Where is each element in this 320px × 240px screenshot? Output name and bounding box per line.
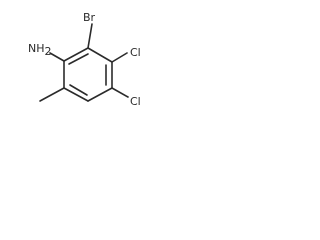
bond-to-methyl: [39, 87, 65, 102]
ring-bond-c4-c5: [87, 87, 113, 102]
chemical-structure: NH2 Br Cl Cl: [28, 11, 141, 108]
ring-double-bond-c1-c2: [68, 53, 89, 65]
bond-to-chloro-lower: [111, 87, 129, 98]
ring-double-bond-c5-c6: [69, 84, 88, 96]
ring-bond-c1-c2: [63, 47, 89, 62]
chloro-upper-label: Cl: [130, 46, 141, 59]
amine-subscript: 2: [45, 45, 52, 58]
chloro-lower-label: Cl: [130, 95, 141, 108]
bromo-label: Br: [83, 11, 96, 24]
bond-to-chloro-upper: [111, 52, 128, 63]
bond-to-amine: [49, 52, 65, 62]
amine-label: NH2: [28, 42, 52, 58]
amine-symbol: NH: [28, 42, 45, 55]
ring-bond-c2-c3: [87, 47, 113, 63]
bond-to-bromo: [87, 23, 93, 49]
ring-bond-c5-c6: [63, 87, 89, 102]
